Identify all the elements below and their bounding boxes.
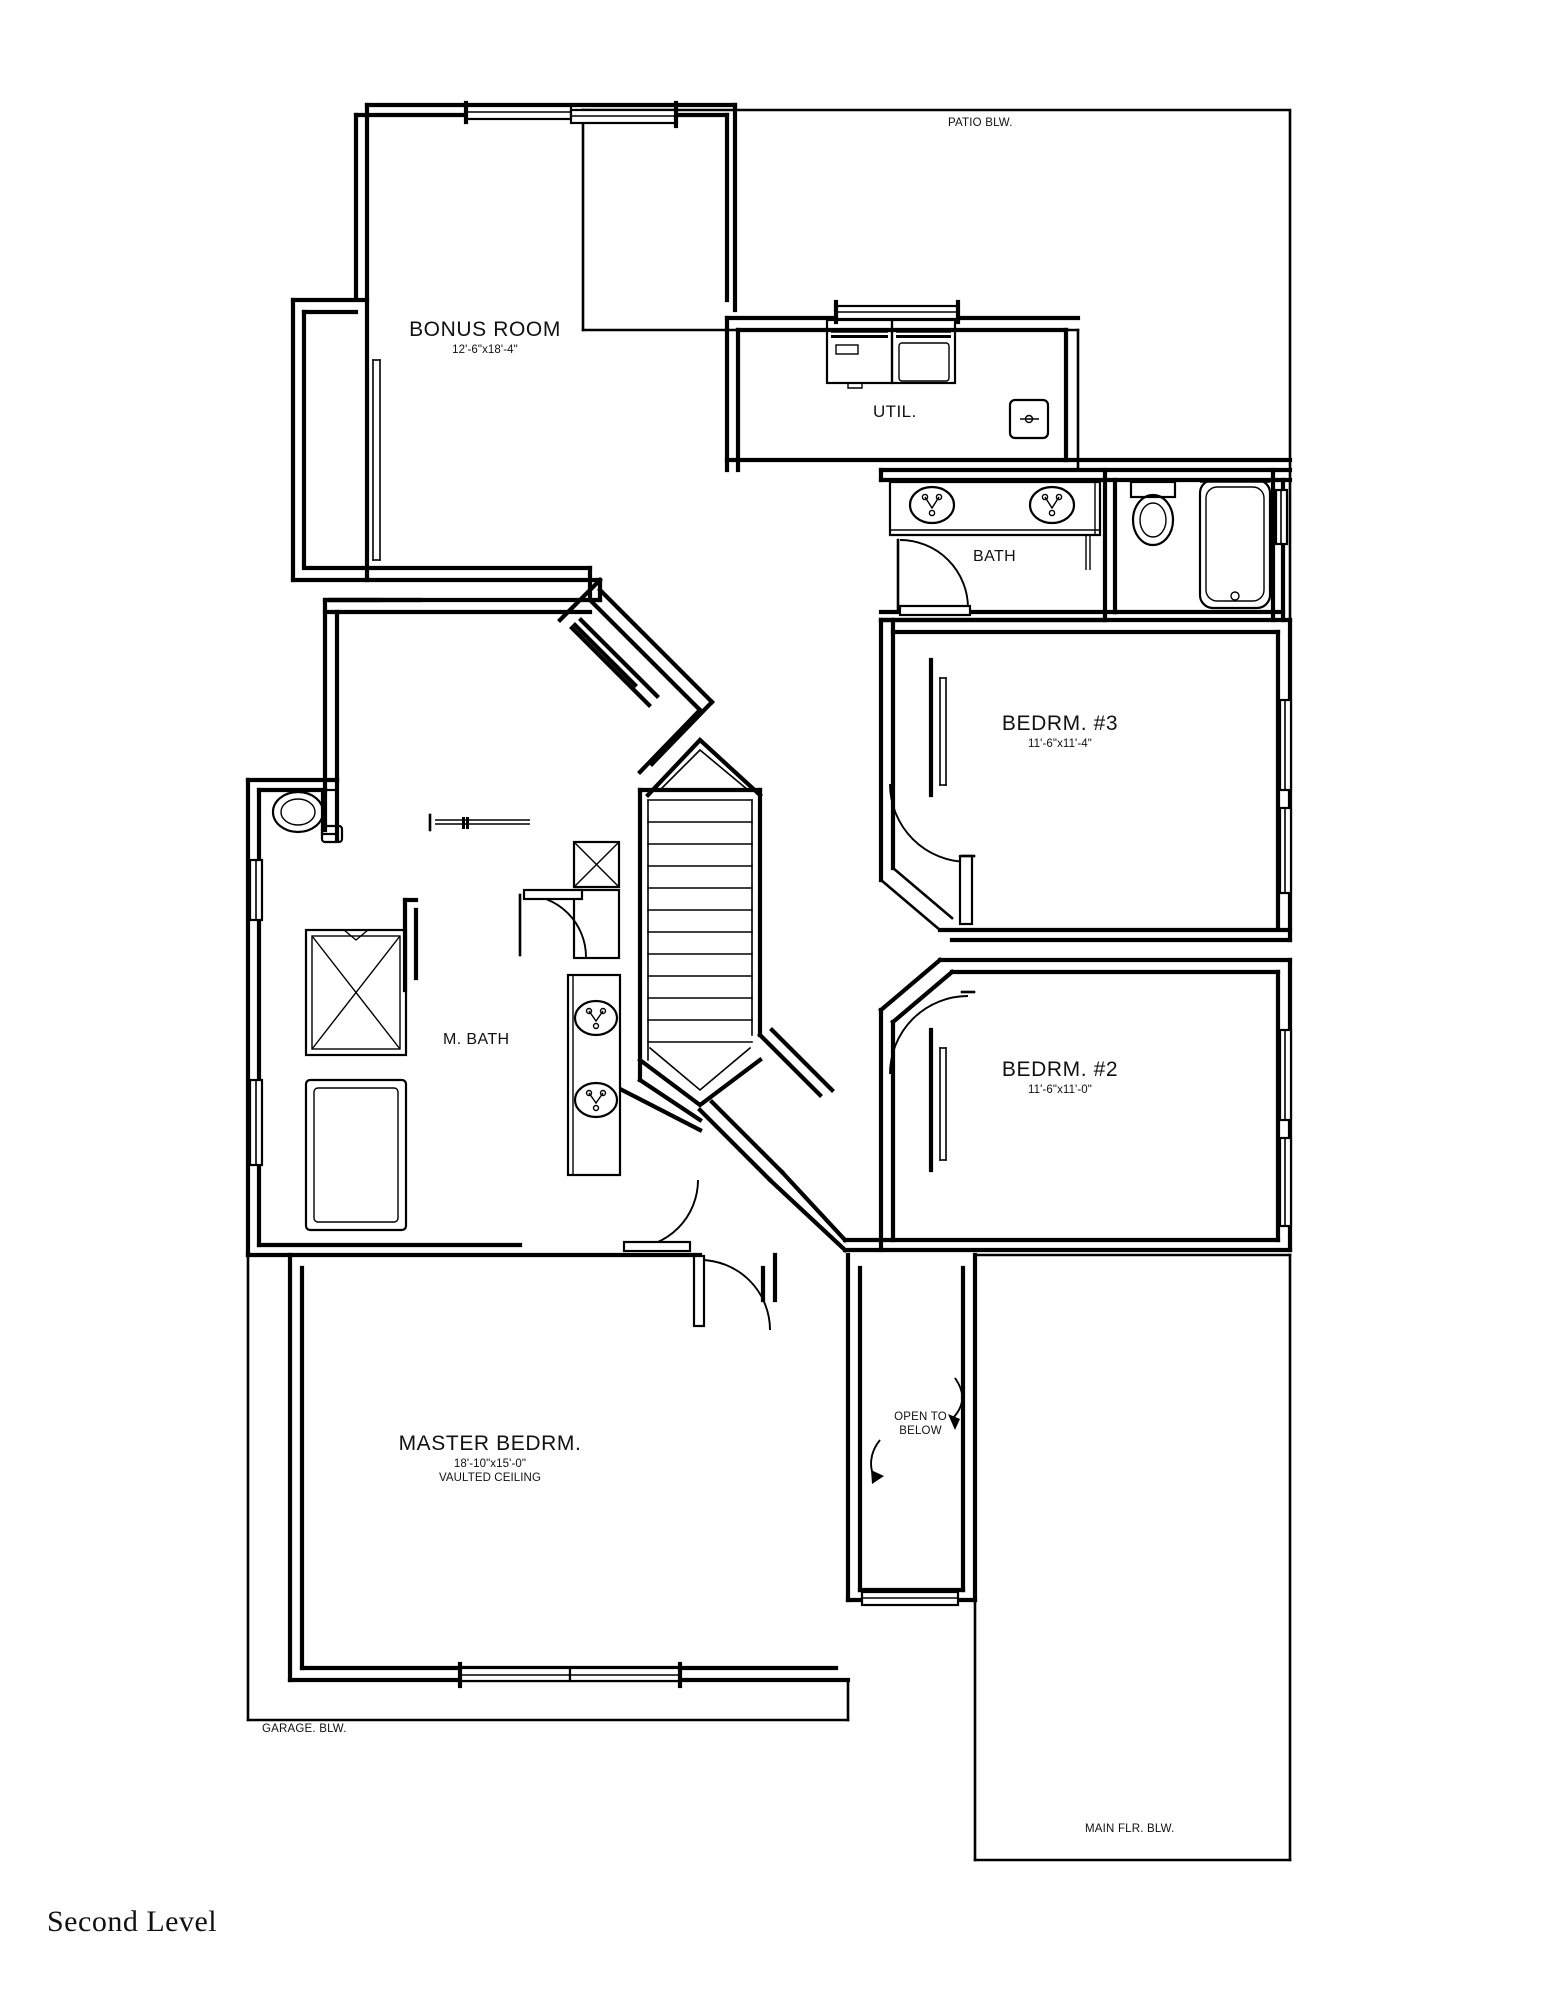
bath-sink-1-icon	[908, 485, 956, 525]
open-to-below-line2: BELOW	[899, 1425, 942, 1438]
open-to-below-line1: OPEN TO	[894, 1411, 947, 1423]
bath-window	[1274, 488, 1289, 546]
master-bath-walls	[245, 777, 703, 1258]
room-label-bath: BATH	[973, 548, 1016, 566]
mbath-sink-2-icon	[573, 1081, 619, 1119]
room-label-utility: UTIL.	[873, 402, 917, 422]
annotation-patio-blw: PATIO BLW.	[948, 116, 1013, 130]
bath-tub-icon	[1198, 478, 1272, 610]
room-label-master-bedroom: MASTER BEDRM. 18'-10"x15'-0" VAULTED CEI…	[320, 1432, 660, 1485]
mbath-shower-icon	[304, 928, 408, 1057]
room-label-bedroom-2: BEDRM. #2 11'-6"x11'-0"	[920, 1058, 1200, 1098]
master-bedroom-walls	[246, 778, 851, 1722]
bath-door-swing	[896, 538, 972, 617]
bedroom-2-walls	[842, 957, 1293, 1253]
bonus-room-dims: 12'-6"x18'-4"	[452, 344, 518, 357]
room-label-bonus-room: BONUS ROOM 12'-6"x18'-4"	[365, 318, 605, 358]
bedroom-2-dims: 11'-6"x11'-0"	[1028, 1084, 1092, 1097]
staircase-icon	[637, 737, 763, 1108]
master-bedroom-dims: 18'-10"x15'-0"	[453, 1458, 527, 1471]
master-bedroom-name: MASTER BEDRM.	[398, 1432, 582, 1455]
bonus-room-name: BONUS ROOM	[409, 318, 561, 341]
annotation-main-flr-blw: MAIN FLR. BLW.	[1085, 1822, 1175, 1836]
towel-bar-icon	[1085, 536, 1091, 570]
garage-blw-text: GARAGE. BLW.	[262, 1723, 347, 1735]
mbath-toilet-icon	[271, 788, 344, 844]
master-bath-name: M. BATH	[443, 1031, 510, 1048]
bedroom-3-walls	[878, 617, 1293, 943]
room-label-master-bath: M. BATH	[443, 1031, 510, 1049]
mbath-sink-1-icon	[573, 999, 619, 1037]
bedroom-3-dims: 11'-6"x11'-4"	[1028, 738, 1092, 751]
mbath-closet-squares	[572, 840, 621, 960]
utility-room-walls	[724, 299, 1293, 473]
mbath-vanity	[566, 973, 622, 1177]
patio-below-outline	[581, 108, 1292, 622]
annotation-garage-blw: GARAGE. BLW.	[262, 1722, 347, 1736]
bath-toilet-icon	[1129, 480, 1177, 547]
patio-blw-text: PATIO BLW.	[948, 117, 1013, 129]
mbath-tub-icon	[304, 1078, 408, 1232]
dryer-icon	[890, 318, 957, 385]
open-to-below-area	[845, 1252, 978, 1607]
water-heater-icon	[1008, 398, 1050, 440]
stair-hall-lower-walls	[619, 1027, 848, 1253]
master-bedroom-note: VAULTED CEILING	[438, 1471, 542, 1484]
utility-name: UTIL.	[873, 402, 917, 421]
main-floor-below-outline	[846, 1253, 1292, 1862]
sheet-title-text: Second Level	[47, 1905, 218, 1938]
bath-sink-2-icon	[1028, 485, 1076, 525]
bedroom-2-name: BEDRM. #2	[1001, 1058, 1119, 1081]
annotation-open-to-below: OPEN TO BELOW	[868, 1410, 973, 1439]
main-flr-blw-text: MAIN FLR. BLW.	[1085, 1823, 1175, 1835]
center-hall-walls	[322, 565, 715, 793]
room-label-bedroom-3: BEDRM. #3 11'-6"x11'-4"	[920, 712, 1200, 752]
sheet-title: Second Level	[47, 1905, 217, 1939]
bath-name: BATH	[973, 548, 1017, 565]
bedroom-3-name: BEDRM. #3	[1001, 712, 1119, 735]
bonus-room-window	[463, 100, 679, 129]
